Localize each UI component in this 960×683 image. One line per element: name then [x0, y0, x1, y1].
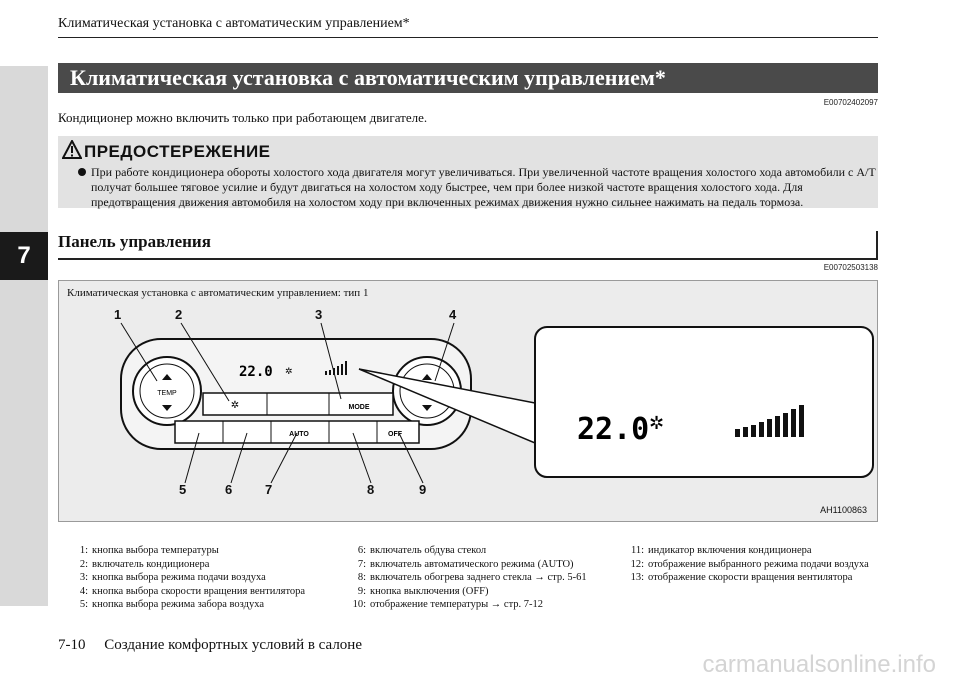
section-code-2: E00702503138 — [823, 263, 878, 272]
page-footer: 7-10 Создание комфортных условий в салон… — [58, 637, 362, 653]
warning-title: ПРЕДОСТЕРЕЖЕНИЕ — [84, 142, 271, 161]
section-rule — [58, 258, 878, 260]
warning-paragraph: При работе кондиционера обороты холостог… — [91, 165, 876, 209]
svg-text:✲: ✲ — [285, 366, 293, 376]
legend-row: 9:кнопка выключения (OFF) — [357, 585, 489, 597]
callout-5: 5 — [179, 482, 186, 497]
zoomed-display — [534, 326, 874, 478]
legend-row: 3:кнопка выбора режима подачи воздуха — [79, 572, 266, 583]
section-rule-vertical — [876, 231, 878, 260]
chapter-number: 7 — [0, 232, 48, 280]
callout-6: 6 — [225, 482, 232, 497]
section-title: Панель управления — [58, 232, 211, 251]
figure-caption: Климатическая установка с автоматическим… — [67, 287, 369, 299]
figure-id: AH1100863 — [820, 505, 867, 515]
temp-knob — [132, 356, 202, 426]
legend-row: 4:кнопка выбора скорости вращения вентил… — [79, 585, 306, 597]
legend-row: 11:индикатор включения кондиционера — [630, 545, 812, 556]
control-panel-illustration: TEMP ✤ 22.0 ✲ ✲ MODE AUTO OFF 1 2 3 4 — [114, 307, 874, 497]
temp-label: TEMP — [157, 390, 177, 397]
auto-label: AUTO — [289, 431, 309, 438]
header-divider — [58, 37, 878, 38]
legend-row: 6:включатель обдува стекол — [357, 545, 487, 556]
callout-9: 9 — [419, 482, 426, 497]
legend-row: 8:включатель обогрева заднего стекла → с… — [357, 572, 587, 583]
svg-text:✲: ✲ — [231, 400, 239, 411]
svg-text:✲: ✲ — [649, 413, 664, 433]
bullet-icon — [78, 168, 86, 176]
intro-text: Кондиционер можно включить только при ра… — [58, 110, 428, 125]
legend-row: 1:кнопка выбора температуры — [79, 545, 219, 556]
callout-7: 7 — [265, 482, 272, 497]
callout-4: 4 — [449, 307, 457, 322]
callout-3: 3 — [315, 307, 322, 322]
legend-row: 12:отображение выбранного режима подачи … — [630, 558, 869, 570]
mode-label: MODE — [349, 404, 370, 411]
legend-col-2: 6:включатель обдува стекол 7:включатель … — [348, 544, 608, 612]
control-panel-figure: Климатическая установка с автоматическим… — [58, 280, 878, 522]
warning-box: ПРЕДОСТЕРЕЖЕНИЕ При работе кондиционера … — [58, 136, 878, 210]
callout-2: 2 — [175, 307, 182, 322]
legend-row: 13:отображение скорости вращения вентиля… — [630, 572, 853, 583]
zoom-temp-display: 22.0 — [577, 412, 649, 447]
off-label: OFF — [388, 431, 403, 438]
legend-row: 7:включатель автоматического режима (AUT… — [357, 558, 574, 570]
warning-triangle-icon — [62, 140, 82, 159]
legend-row: 5:кнопка выбора режима забора воздуха — [79, 599, 264, 610]
watermark: carmanualsonline.info — [702, 651, 936, 678]
callout-1: 1 — [114, 307, 121, 322]
legend-col-1: 1:кнопка выбора температуры 2:включатель… — [70, 544, 330, 612]
chapter-side-tab — [0, 66, 48, 606]
warning-text: При работе кондиционера обороты холостог… — [78, 165, 878, 210]
section-code-1: E00702402097 — [823, 98, 878, 107]
legend-col-3: 11:индикатор включения кондиционера 12:о… — [626, 544, 878, 585]
running-header: Климатическая установка с автоматическим… — [58, 16, 410, 31]
page-title: Климатическая установка с автоматическим… — [58, 63, 878, 93]
legend-row: 10:отображение температуры → стр. 7-12 — [352, 599, 544, 610]
callout-8: 8 — [367, 482, 374, 497]
legend-row: 2:включатель кондиционера — [79, 558, 210, 570]
small-temp-display: 22.0 — [239, 364, 273, 380]
